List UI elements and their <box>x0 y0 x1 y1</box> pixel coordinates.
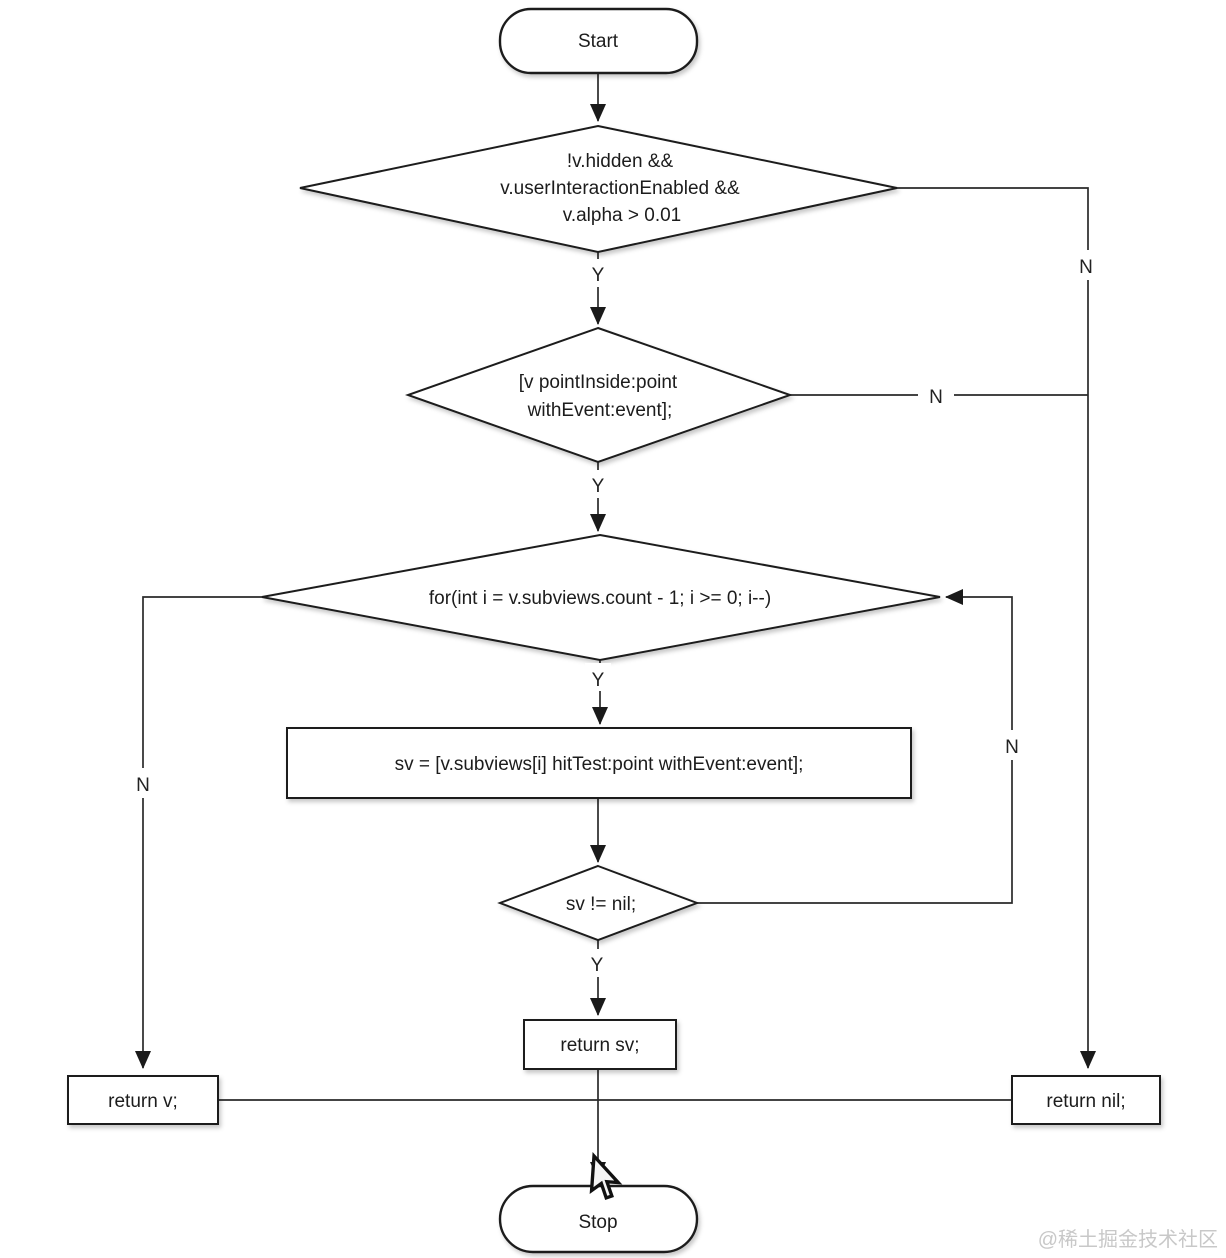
visibility-check-line2: v.userInteractionEnabled && <box>500 178 740 199</box>
sv-no-label: N <box>1005 737 1019 758</box>
label-bg <box>585 470 611 498</box>
point-inside-yes-label: Y <box>592 476 605 497</box>
return-sv-label: return sv; <box>560 1035 639 1056</box>
edge-labels: Y N Y N Y N Y N <box>129 250 1102 977</box>
label-bg <box>585 259 611 287</box>
point-inside-no-label: N <box>929 387 943 408</box>
visibility-no-label: N <box>1079 257 1093 278</box>
edge-loop-no <box>135 596 262 1069</box>
visibility-check-diamond <box>299 124 898 254</box>
start-node <box>498 7 699 75</box>
point-inside-line2: withEvent:event]; <box>527 400 673 421</box>
hit-test-assign-label: sv = [v.subviews[i] hitTest:point withEv… <box>395 754 804 775</box>
loop-yes-label: Y <box>592 670 605 691</box>
edge-visibility-no <box>897 187 1096 1069</box>
label-bg <box>997 730 1027 760</box>
visibility-check-line1: !v.hidden && <box>567 151 674 172</box>
visibility-yes-label: Y <box>592 265 605 286</box>
point-inside-line1: [v pointInside:point <box>519 372 678 393</box>
label-bg <box>585 663 611 691</box>
return-nil-box <box>1011 1075 1161 1125</box>
hit-test-assign-box <box>286 727 912 799</box>
sv-yes-label: Y <box>591 955 604 976</box>
subviews-loop-label: for(int i = v.subviews.count - 1; i >= 0… <box>429 588 771 609</box>
subviews-loop-diamond <box>261 533 941 662</box>
stop-label: Stop <box>578 1212 617 1233</box>
shapes <box>67 7 1161 1254</box>
label-bg <box>918 380 954 410</box>
mouse-cursor-icon <box>589 1151 623 1201</box>
visibility-check-line3: v.alpha > 0.01 <box>563 205 682 226</box>
label-bg <box>129 768 157 798</box>
loop-no-label: N <box>136 775 150 796</box>
start-label: Start <box>578 31 619 52</box>
label-bg <box>1072 250 1102 280</box>
label-bg <box>584 949 610 977</box>
return-sv-box <box>523 1019 677 1070</box>
watermark: @稀土掘金技术社区 <box>1038 1228 1218 1251</box>
sv-not-nil-label: sv != nil; <box>566 894 636 915</box>
point-inside-check-diamond <box>404 326 794 464</box>
return-v-box <box>67 1075 219 1125</box>
return-nil-label: return nil; <box>1046 1091 1125 1112</box>
node-labels: Start !v.hidden && v.userInteractionEnab… <box>108 31 1125 1233</box>
sv-not-nil-diamond <box>497 864 700 942</box>
return-v-label: return v; <box>108 1091 178 1112</box>
